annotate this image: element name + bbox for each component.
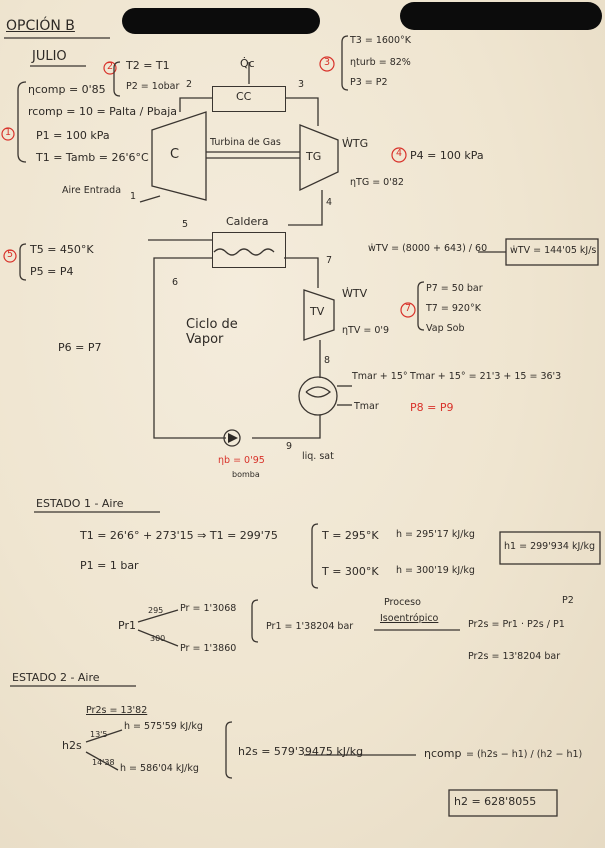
shaft-label: Turbina de Gas <box>210 137 281 148</box>
h2s-weight-2: 14'38 <box>92 758 115 767</box>
estado-2-pr2s: Pr2s = 13'82 <box>86 705 148 716</box>
given-t7: T7 = 920°K <box>426 303 481 314</box>
estado-2-heading: ESTADO 2 - Aire <box>12 671 100 684</box>
redacted-name-2 <box>400 2 602 30</box>
estado-1-row-a-h: h = 295'17 kJ/kg <box>396 529 475 540</box>
estado-1-pr-bot: Pr = 1'3860 <box>180 643 237 654</box>
state-8-label: 8 <box>324 355 331 366</box>
vapor-cycle-label: Ciclo de Vapor <box>186 317 238 347</box>
given-t3: T3 = 1600°K <box>350 35 412 46</box>
estado-2-h2s-label: h2s <box>62 739 82 752</box>
estado-1-t-eq: T1 = 26'6° + 273'15 ⇒ T1 = 299'75 <box>80 529 278 542</box>
gas-turbine-shape <box>299 124 339 192</box>
combustion-chamber-label: CC <box>236 90 252 103</box>
state-7-marker: 7 <box>405 303 412 314</box>
state-3-label: 3 <box>298 79 305 90</box>
process-label: Proceso <box>384 597 421 608</box>
given-eta-tg: ηTG = 0'82 <box>350 177 404 188</box>
estado-2-h2-result: h2 = 628'8055 <box>454 795 537 808</box>
given-p7: P7 = 50 bar <box>426 283 483 294</box>
given-p6: P6 = P7 <box>58 341 102 354</box>
given-p1: P1 = 100 kPa <box>36 129 110 142</box>
given-t1: T1 = Tamb = 26'6°C <box>36 151 149 164</box>
pr-weight-2: 300 <box>150 634 166 643</box>
state-4-label: 4 <box>326 197 333 208</box>
state-9-label: 9 <box>286 441 293 452</box>
given-p3: P3 = P2 <box>350 77 388 88</box>
cooling-in-label: Tmar <box>354 401 379 412</box>
estado-1-pr2s-eq: Pr2s = Pr1 · P2s / P1 <box>468 619 565 630</box>
given-p2: P2 = 1obar <box>126 81 180 92</box>
state-5-marker: 5 <box>7 249 14 260</box>
pump-shape <box>223 429 241 447</box>
redacted-name-1 <box>122 8 320 34</box>
state-5-label: 5 <box>182 219 189 230</box>
estado-1-pr2s-val: Pr2s = 13'8204 bar <box>468 651 561 662</box>
boiler-label: Caldera <box>226 215 269 228</box>
estado-2-h-b: h = 586'04 kJ/kg <box>120 763 199 774</box>
given-t2: T2 = T1 <box>126 59 170 72</box>
given-p8: P8 = P9 <box>410 401 454 414</box>
given-vap-sat: Vap Sob <box>426 323 465 334</box>
given-pump-eff: ηb = 0'95 <box>218 455 265 466</box>
estado-1-row-a-t: T = 295°K <box>322 529 379 542</box>
state-2-marker: 2 <box>107 61 114 72</box>
state-4-marker: 4 <box>396 148 403 159</box>
state-6-label: 6 <box>172 277 179 288</box>
isentropic-label: Isoentrópico <box>380 613 439 624</box>
estado-2-eta-lhs: ηcomp <box>424 747 462 760</box>
given-eta-tv: ηTV = 0'9 <box>342 325 390 336</box>
gas-turbine-label: TG <box>306 150 322 163</box>
condenser-shape <box>298 376 338 416</box>
state-7-label: 7 <box>326 255 333 266</box>
given-pressure-ratio: rcomp = 10 = Palta / Pbaja <box>28 105 178 118</box>
given-t5: T5 = 450°K <box>30 243 94 256</box>
cooling-equation: Tmar + 15° = 21'3 + 15 = 36'3 <box>410 371 562 382</box>
estado-1-pr-label: Pr1 <box>118 619 136 632</box>
given-p5: P5 = P4 <box>30 265 74 278</box>
pr-weight-1: 295 <box>148 606 164 615</box>
state-1-marker: 1 <box>5 127 12 138</box>
page-subtitle: JULIO <box>32 49 67 64</box>
page-title: OPCIÓN B <box>6 18 75 34</box>
estado-1-pr1-val: Pr1 = 1'38204 bar <box>266 621 354 632</box>
heat-in-label: Q̇c <box>240 57 255 70</box>
compressor-shape <box>151 111 207 201</box>
combustion-chamber-box <box>212 86 286 112</box>
given-compressor-eff: ηcomp = 0'85 <box>28 83 106 96</box>
estado-1-heading: ESTADO 1 - Aire <box>36 497 124 510</box>
work-equation: ẇTV = (8000 + 643) / 60 <box>368 243 488 254</box>
estado-2-h2s-val: h2s = 579'39475 kJ/kg <box>238 745 364 758</box>
estado-1-p1: P1 = 1 bar <box>80 559 139 572</box>
sat-liquid-label: liq. sat <box>302 451 334 462</box>
steam-turbine-work: ẆTV <box>342 287 368 300</box>
given-turbine-eff: ηturb = 82% <box>350 57 411 68</box>
cooling-out-label: Tmar + 15° <box>352 371 408 382</box>
compressor-label: C <box>170 147 180 162</box>
estado-1-pr-top: Pr = 1'3068 <box>180 603 237 614</box>
p2-tag: P2 <box>562 595 574 606</box>
air-inlet-label: Aire Entrada <box>62 185 122 196</box>
boiler-box <box>212 232 286 268</box>
estado-2-h-a: h = 575'59 kJ/kg <box>124 721 203 732</box>
steam-turbine-label: TV <box>310 305 325 318</box>
state-1-label: 1 <box>130 191 137 202</box>
estado-1-row-b-h: h = 300'19 kJ/kg <box>396 565 475 576</box>
work-result: ẇTV = 144'05 kJ/s <box>510 245 597 256</box>
gas-turbine-work: ẆTG <box>342 137 369 150</box>
estado-2-eta-frac: = (h2s − h1) / (h2 − h1) <box>466 749 583 760</box>
given-p4: P4 = 100 kPa <box>410 149 484 162</box>
estado-1-h1-result: h1 = 299'934 kJ/kg <box>504 541 595 552</box>
estado-1-row-b-t: T = 300°K <box>322 565 379 578</box>
pump-label: bomba <box>232 470 260 479</box>
h2s-weight-1: 13'5 <box>90 730 108 739</box>
state-3-marker: 3 <box>324 57 331 68</box>
steam-turbine-shape <box>303 289 335 341</box>
state-2-label: 2 <box>186 79 193 90</box>
